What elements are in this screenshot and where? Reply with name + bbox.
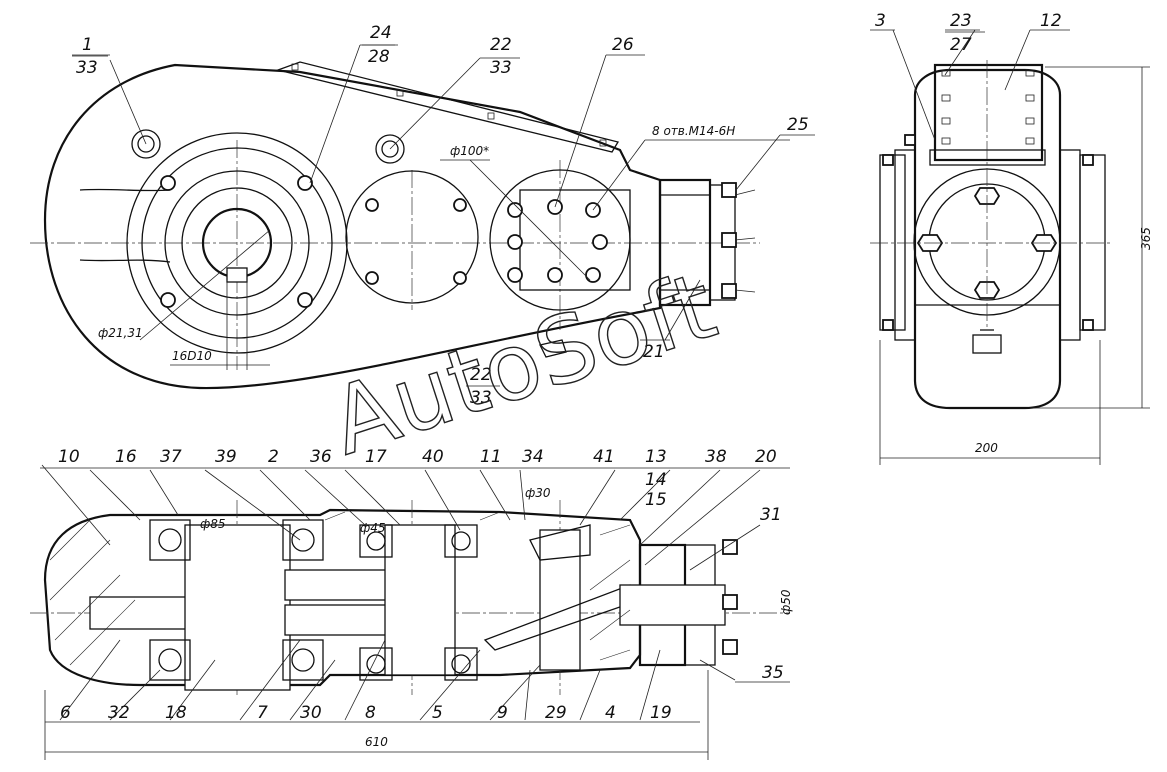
callout-7: 7 (257, 703, 268, 723)
thread-note: 8 отв.М14-6Н (652, 124, 735, 138)
dim-610: 610 (365, 735, 388, 749)
callout-29: 29 (545, 703, 567, 723)
callout-33b: 33 (490, 58, 512, 78)
callout-24: 24 (370, 23, 392, 43)
callout-22: 22 (490, 35, 512, 55)
callout-12: 12 (1040, 11, 1062, 31)
key-16: 16D10 (172, 349, 212, 363)
callout-27: 27 (950, 35, 972, 55)
callout-30: 30 (300, 703, 322, 723)
callout-3: 3 (875, 11, 886, 31)
callout-38: 38 (705, 447, 727, 467)
callout-13: 13 (645, 447, 667, 467)
callout-40: 40 (422, 447, 444, 467)
callout-16: 16 (115, 447, 137, 467)
callout-36: 36 (310, 447, 332, 467)
watermark: AutoSoft (319, 252, 728, 476)
callout-33: 33 (76, 58, 98, 78)
callout-21: 21 (643, 342, 665, 362)
diam-30: ф30 (525, 486, 551, 500)
callout-25: 25 (787, 115, 809, 135)
callout-8: 8 (365, 703, 376, 723)
callout-31: 31 (760, 505, 782, 525)
top-view-callouts: 1 33 24 28 22 33 26 8 отв.М14-6Н 25 ф100… (72, 23, 809, 408)
callout-1: 1 (82, 35, 93, 55)
diam-21: ф21,31 (98, 326, 143, 340)
callout-41: 41 (593, 447, 615, 467)
callout-4: 4 (605, 703, 616, 723)
callout-2: 2 (268, 447, 279, 467)
dim-365: 365 (1139, 227, 1153, 250)
callout-39: 39 (215, 447, 237, 467)
diam-45: ф45 (360, 521, 386, 535)
callout-23: 23 (950, 11, 972, 31)
callout-15: 15 (645, 490, 667, 510)
section-view-callouts: 10 16 37 39 2 36 17 40 11 34 41 13 14 15… (58, 447, 793, 749)
callout-6: 6 (60, 703, 71, 723)
side-view-callouts: 3 23 27 12 365 200 (875, 11, 1153, 455)
diam-50: ф50 (779, 589, 793, 615)
callout-19: 19 (650, 703, 672, 723)
callout-28: 28 (368, 47, 390, 67)
dim-200: 200 (975, 441, 998, 455)
callout-34: 34 (522, 447, 544, 467)
callout-17: 17 (365, 447, 387, 467)
callout-14: 14 (645, 470, 667, 490)
top-view (30, 44, 815, 390)
callout-5: 5 (432, 703, 443, 723)
callout-33m: 33 (470, 388, 492, 408)
callout-37: 37 (160, 447, 182, 467)
callout-22m: 22 (470, 365, 492, 385)
callout-18: 18 (165, 703, 187, 723)
callout-11: 11 (480, 447, 502, 467)
callout-26: 26 (612, 35, 634, 55)
callout-35: 35 (762, 663, 784, 683)
diam-100: ф100* (450, 144, 489, 158)
diam-85: ф85 (200, 517, 226, 531)
callout-32: 32 (108, 703, 130, 723)
side-view (870, 29, 1150, 465)
section-view (30, 464, 790, 760)
callout-20: 20 (755, 447, 777, 467)
callout-10: 10 (58, 447, 80, 467)
callout-9: 9 (497, 703, 508, 723)
